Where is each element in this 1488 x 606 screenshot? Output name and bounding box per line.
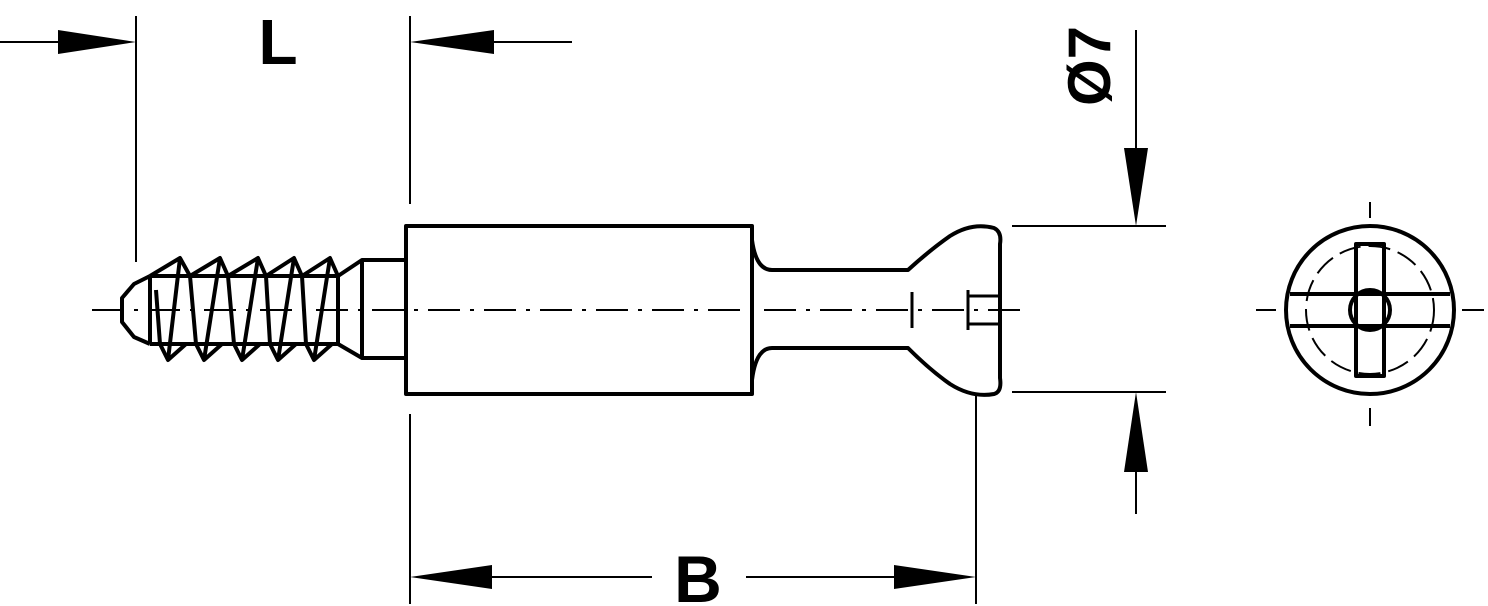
dimension-diameter-label: Ø7 xyxy=(1056,26,1123,106)
dimension-b: B xyxy=(409,396,977,606)
bolt-head xyxy=(750,224,1003,397)
arrow-right-icon xyxy=(894,565,976,589)
dimension-l-label: L xyxy=(258,6,297,78)
dimension-b-label: B xyxy=(674,542,722,606)
arrow-up-icon xyxy=(1124,392,1148,472)
arrow-left-icon xyxy=(410,30,494,54)
head-end-view xyxy=(1256,202,1484,426)
screw-thread xyxy=(120,256,406,362)
dimension-diameter: Ø7 xyxy=(1012,26,1166,514)
arrow-right-icon xyxy=(58,30,136,54)
cylinder-body xyxy=(404,224,754,396)
dimension-l: L xyxy=(0,6,572,262)
arrow-down-icon xyxy=(1124,148,1148,226)
arrow-left-icon xyxy=(410,565,492,589)
